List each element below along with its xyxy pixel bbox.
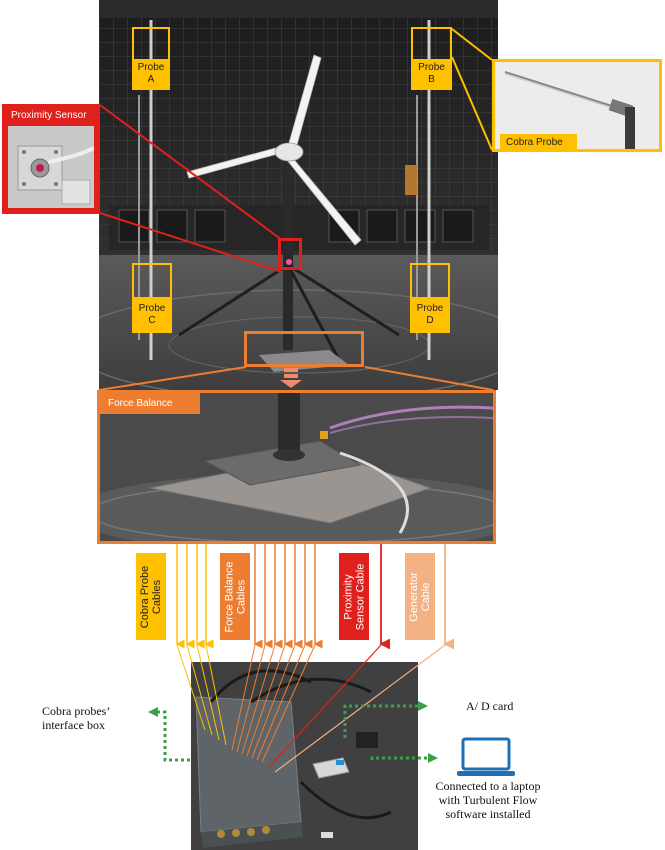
- force-balance-cables-label: Force Balance Cables: [220, 553, 250, 640]
- probe-c-label: Probe C: [132, 298, 172, 333]
- proximity-sensor-marker: [278, 238, 302, 270]
- callout-connectors: [98, 28, 494, 391]
- probe-c-box: Probe C: [132, 263, 172, 333]
- proximity-sensor-callout: Proximity Sensor: [2, 104, 100, 214]
- force-balance-callout: Force Balance: [97, 390, 496, 544]
- cable-arrows: [175, 544, 454, 650]
- force-balance-image: [100, 393, 493, 541]
- force-balance-title: Force Balance: [100, 393, 201, 414]
- hardware-photo: [191, 662, 418, 850]
- down-arrow-icon: [280, 368, 302, 388]
- proximity-sensor-photo: [8, 126, 94, 208]
- probe-a-box: Probe A: [132, 27, 170, 90]
- laptop-icon: [457, 737, 515, 776]
- interface-box-label: Cobra probes’ interface box: [42, 704, 111, 732]
- force-balance-marker: [244, 331, 364, 367]
- proximity-sensor-cable-label: Proximity Sensor Cable: [339, 553, 369, 640]
- laptop-label: Connected to a laptop with Turbulent Flo…: [435, 779, 541, 821]
- probe-b-box: Probe B: [411, 27, 452, 90]
- generator-cable-label: Generator Cable: [405, 553, 435, 640]
- proximity-sensor-image: [8, 126, 94, 208]
- hardware-connections: [148, 644, 446, 773]
- hardware-image: [191, 662, 418, 850]
- proximity-sensor-title: Proximity Sensor: [11, 110, 87, 121]
- probe-b-label: Probe B: [411, 59, 452, 90]
- cobra-probe-callout: Cobra Probe: [492, 59, 662, 152]
- probe-d-box: Probe D: [410, 263, 450, 333]
- probe-d-label: Probe D: [410, 298, 450, 333]
- cobra-probe-title: Cobra Probe: [500, 134, 577, 149]
- probe-a-label: Probe A: [132, 59, 170, 90]
- ad-card-label: A/ D card: [466, 699, 514, 713]
- cobra-probe-cables-label: Cobra Probe Cables: [136, 553, 166, 640]
